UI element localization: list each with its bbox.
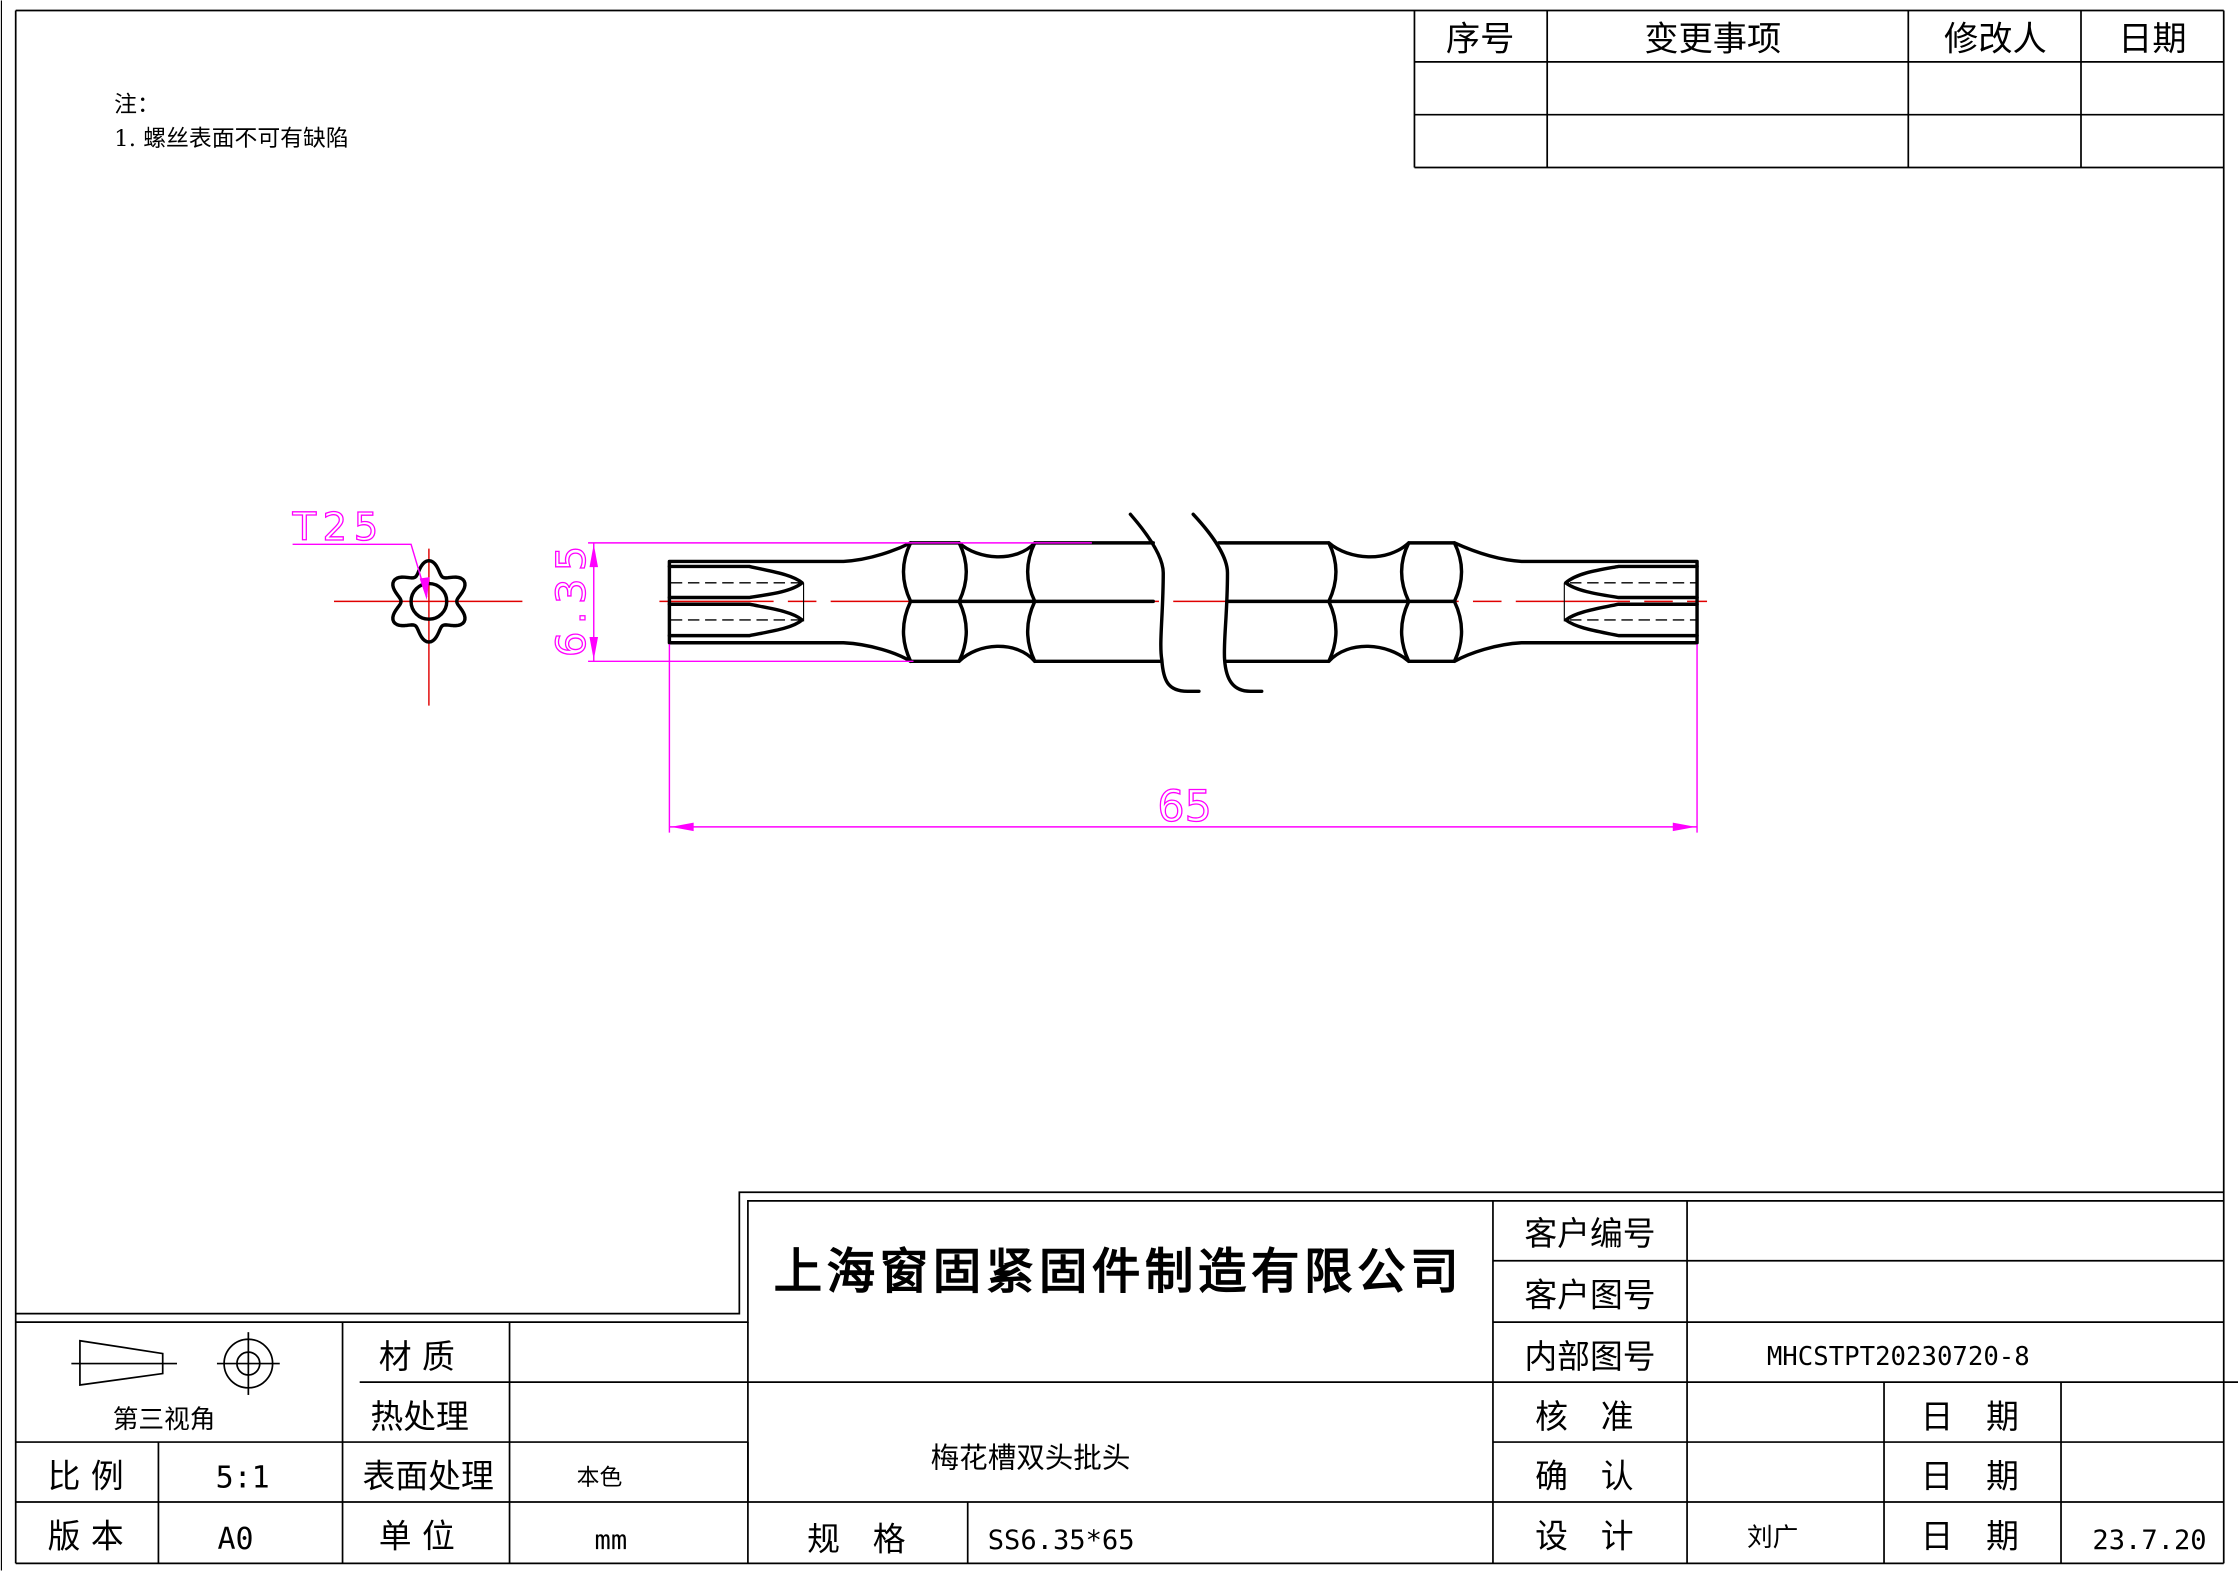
customer-no-label: 客户编号 <box>1524 1215 1655 1253</box>
scale-label: 比 例 <box>48 1458 124 1496</box>
revision-header-no: 序号 <box>1446 19 1515 59</box>
third-angle-projection-icon <box>71 1332 280 1395</box>
revision-header-change: 变更事项 <box>1644 19 1781 59</box>
approve-date-label: 日 期 <box>1920 1398 2018 1436</box>
projection-label: 第三视角 <box>113 1405 216 1435</box>
torx-profile <box>391 558 467 644</box>
revision-header-editor: 修改人 <box>1944 19 2047 59</box>
dimension-length: 65 <box>668 644 1698 833</box>
version-value: A0 <box>217 1522 253 1557</box>
torx-end-view: T25 <box>291 504 523 706</box>
surface-treatment-label: 表面处理 <box>363 1458 494 1496</box>
material-label: 材 质 <box>379 1338 455 1376</box>
confirm-label: 确 认 <box>1535 1458 1633 1496</box>
product-name: 梅花槽双头批头 <box>931 1442 1131 1475</box>
note-item: 1. 螺丝表面不可有缺陷 <box>114 126 348 152</box>
designer-name: 刘广 <box>1747 1523 1798 1553</box>
length-dimension-text: 65 <box>1157 782 1211 832</box>
company-name: 上海窗固紧固件制造有限公司 <box>774 1243 1459 1300</box>
unit-value: mm <box>595 1525 628 1556</box>
spec-label: 规 格 <box>807 1521 906 1559</box>
notes-title: 注： <box>114 92 160 118</box>
design-date-label: 日 期 <box>1920 1518 2018 1556</box>
torx-size-label: T25 <box>292 505 379 550</box>
scale-value: 5:1 <box>216 1461 270 1496</box>
diameter-dimension-text: 6.35 <box>549 546 595 657</box>
internal-drawing-label: 内部图号 <box>1524 1338 1655 1376</box>
customer-drawing-label: 客户图号 <box>1524 1276 1655 1314</box>
double-end-torx-bit <box>659 512 1708 694</box>
design-date-value: 23.7.20 <box>2092 1525 2206 1556</box>
spec-value: SS6.35*65 <box>988 1525 1135 1556</box>
dimension-diameter: 6.35 <box>549 542 1092 663</box>
heat-treatment-label: 热处理 <box>370 1398 468 1436</box>
internal-drawing-value: MHCSTPT20230720-8 <box>1767 1342 2030 1372</box>
version-label: 版 本 <box>48 1518 124 1556</box>
title-block <box>15 1191 2238 1564</box>
design-label: 设 计 <box>1535 1518 1633 1556</box>
approve-label: 核 准 <box>1535 1398 1633 1436</box>
confirm-date-label: 日 期 <box>1920 1458 2018 1496</box>
surface-treatment-value: 本色 <box>577 1465 623 1491</box>
revision-table: 序号 变更事项 修改人 日期 <box>1413 10 2224 169</box>
unit-label: 单 位 <box>379 1518 455 1556</box>
revision-header-date: 日期 <box>2118 19 2187 59</box>
